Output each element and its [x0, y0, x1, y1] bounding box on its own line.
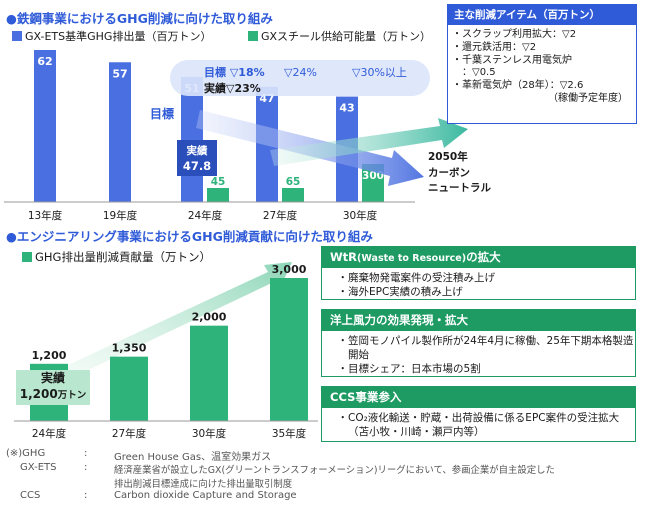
target-line1: 目標 ▽18%	[204, 65, 265, 79]
eng-actual-box: 実績 1,200万トン	[16, 370, 90, 405]
reduction-items-box: 主な削減アイテム（百万トン） スクラップ利用拡大：▽2 還元鉄活用：▽2 千葉ス…	[447, 4, 637, 124]
ccs-item: CO₂液化輸送・貯蔵・出荷設備に係るEPC案件の受注拡大（苫小牧・川崎・瀬戸内等…	[348, 411, 635, 439]
wtr-item: 廃棄物発電案件の受注積み上げ	[348, 271, 635, 285]
actual-box	[177, 140, 217, 176]
contribution-bar-label: 3,000	[272, 263, 307, 276]
steel-tick-label: 30年度	[343, 209, 378, 222]
reduction-item-text: 還元鉄活用：▽2	[462, 41, 537, 53]
section2-title: ●エンジニアリング事業におけるGHG削減貢献に向けた取り組み	[6, 229, 373, 244]
supply-bar-label: 65	[286, 176, 301, 188]
footnote-key: CCS	[20, 490, 41, 501]
footnote-key: (※)GHG	[6, 448, 46, 459]
eng-tick-label: 24年度	[32, 427, 67, 440]
wtr-title-main: WtR	[330, 250, 358, 264]
wtr-box: WtR(Waste to Resource)の拡大 廃棄物発電案件の受注積み上げ…	[321, 246, 636, 300]
reduction-item: 革新電気炉（28年）：▽2.6（稼働予定年度）	[462, 80, 636, 106]
wtr-title: WtR(Waste to Resource)の拡大	[322, 247, 635, 268]
target-line2: 実績▽23%	[204, 81, 261, 95]
ccs-list: CO₂液化輸送・貯蔵・出荷設備に係るEPC案件の受注拡大（苫小牧・川崎・瀬戸内等…	[322, 411, 635, 439]
reduction-items-list: スクラップ利用拡大：▽2 還元鉄活用：▽2 千葉ステンレス用電気炉：▽0.5 革…	[448, 29, 636, 106]
footnote-text: Carbon dioxide Capture and Storage	[114, 490, 297, 501]
target-right: ▽30%以上	[352, 66, 407, 79]
contribution-bar-label: 1,350	[112, 342, 147, 355]
eng-actual-value: 1,200	[19, 387, 58, 401]
target-box-bg	[170, 60, 430, 96]
contribution-bar	[270, 278, 308, 421]
offshore-wind-item: 目標シェア：日本市場の5割	[348, 362, 635, 376]
target-mid: ▽24%	[284, 66, 317, 79]
gxsteel-growth-arrow	[270, 118, 468, 166]
carbon-neutral-year: 2050年	[428, 150, 468, 163]
emission-bar-label: 62	[37, 55, 52, 68]
legend-swatch-blue	[12, 31, 22, 41]
reduction-item-note: （稼働予定年度）	[548, 92, 628, 104]
offshore-wind-box: 洋上風力の効果発現・拡大 笠岡モノパイル製作所が24年4月に稼働、25年下期本格…	[321, 309, 636, 377]
steel-tick-label: 13年度	[28, 209, 63, 222]
eng-actual-label: 実績	[40, 371, 65, 385]
contribution-bar-label: 2,000	[192, 311, 227, 324]
supply-bar	[282, 188, 304, 202]
reduction-items-title: 主な削減アイテム（百万トン）	[448, 5, 636, 25]
legend-swatch-green	[22, 252, 32, 262]
eng-tick-label: 27年度	[112, 427, 147, 440]
target-label-left: 目標	[150, 106, 174, 121]
contribution-bar	[190, 325, 228, 421]
legend-contribution: GHG排出量削減貢献量（万トン）	[22, 249, 211, 265]
reduction-item-text: 千葉ステンレス用電気炉	[462, 54, 572, 66]
actual-label: 実績	[187, 144, 208, 157]
legend-gxsteel-label: GXスチール供給可能量（万トン）	[261, 30, 432, 43]
reduction-item-text: 革新電気炉（28年）：▽2.6	[462, 80, 584, 92]
footnote-colon: :	[84, 490, 88, 501]
legend-ghg-label: GX-ETS基準GHG排出量（百万トン）	[25, 30, 212, 43]
contribution-growth-arrow	[40, 262, 292, 390]
emission-bar	[109, 62, 131, 203]
steel-tick-label: 19年度	[103, 209, 138, 222]
reduction-item: 千葉ステンレス用電気炉：▽0.5	[462, 55, 636, 81]
reduction-item: スクラップ利用拡大：▽2	[462, 29, 636, 42]
eng-tick-label: 30年度	[192, 427, 227, 440]
footnote-colon: :	[84, 462, 88, 473]
supply-bar-label: 45	[211, 176, 226, 188]
supply-bar	[362, 164, 384, 202]
supply-bar	[207, 188, 229, 202]
legend-ghg: GX-ETS基準GHG排出量（百万トン）	[12, 28, 211, 44]
emission-bar-label: 57	[112, 67, 127, 80]
contribution-bar-label: 1,200	[32, 349, 67, 362]
eng-actual-unit: 万トン	[57, 390, 87, 401]
eng-tick-label: 35年度	[272, 427, 307, 440]
footnote-colon: :	[84, 448, 88, 459]
ccs-title: CCS事業参入	[322, 387, 635, 408]
steel-tick-label: 24年度	[188, 209, 223, 222]
offshore-wind-title: 洋上風力の効果発現・拡大	[322, 310, 635, 331]
legend-contribution-label: GHG排出量削減貢献量（万トン）	[35, 250, 211, 264]
section1-title: ●鉄鋼事業におけるGHG削減に向けた取り組み	[6, 11, 273, 26]
wtr-list: 廃棄物発電案件の受注積み上げ 海外EPC実績の積み上げ	[322, 271, 635, 299]
reduction-item-sub: ：▽0.5	[462, 67, 496, 79]
steel-tick-label: 27年度	[263, 209, 298, 222]
legend-gxsteel: GXスチール供給可能量（万トン）	[248, 28, 431, 44]
footnote-text: Green House Gas、温室効果ガス	[114, 452, 272, 463]
reduction-item: 還元鉄活用：▽2	[462, 42, 636, 55]
reduction-item-text: スクラップ利用拡大：▽2	[462, 29, 577, 40]
steel-ticks: 13年度 19年度 24年度 27年度 30年度	[28, 209, 378, 222]
offshore-wind-list: 笠岡モノパイル製作所が24年4月に稼働、25年下期本格製造開始 目標シェア：日本…	[322, 334, 635, 376]
wtr-item: 海外EPC実績の積み上げ	[348, 285, 635, 299]
footnote-text: 経済産業省が設立したGX(グリーントランスフォーメーション)リーグにおいて、参画…	[114, 465, 555, 476]
carbon-neutral-line2: ニュートラル	[428, 182, 491, 194]
wtr-title-small: (Waste to Resource)	[357, 253, 467, 264]
contribution-bar	[110, 356, 148, 421]
actual-value: 47.8	[183, 159, 211, 173]
offshore-wind-item: 笠岡モノパイル製作所が24年4月に稼働、25年下期本格製造開始	[348, 334, 635, 362]
emission-bar-label: 43	[339, 102, 354, 115]
emission-bar	[34, 50, 56, 202]
eng-ticks: 24年度 27年度 30年度 35年度	[32, 427, 307, 440]
footnote-key: GX-ETS	[20, 462, 57, 473]
wtr-title-suffix: の拡大	[466, 250, 501, 264]
legend-swatch-green	[248, 31, 258, 41]
carbon-neutral-line1: カーボン	[428, 166, 470, 179]
steel-chart: 62575147434565300 目標 ▽18% 実績▽23% ▽24% ▽3…	[4, 50, 491, 222]
ccs-box: CCS事業参入 CO₂液化輸送・貯蔵・出荷設備に係るEPC案件の受注拡大（苫小牧…	[321, 386, 636, 442]
footnote-text: 排出削減目標達成に向けた排出量取引制度	[114, 479, 293, 490]
